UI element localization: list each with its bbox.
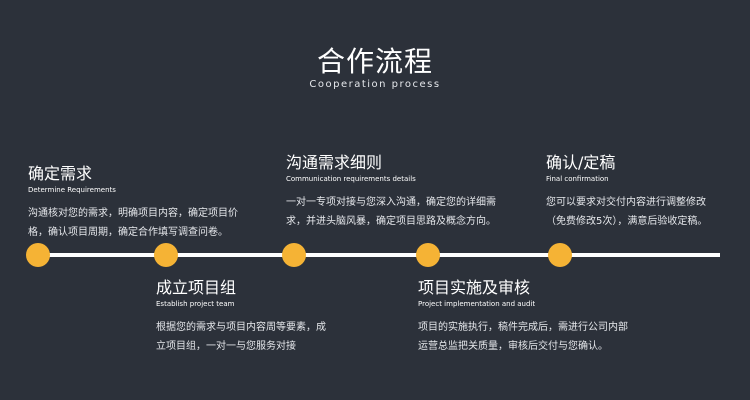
page-title: 合作流程 xyxy=(316,45,433,78)
step-description: 根据您的需求与项目内容周等要素，成立项目组，一对一与您服务对接 xyxy=(156,322,326,352)
timeline-dot-4 xyxy=(416,243,440,267)
step-title: 项目实施及审核 xyxy=(418,278,531,297)
timeline-dot-5 xyxy=(548,243,572,267)
step-subtitle: Establish project team xyxy=(156,300,235,308)
step-description: 一对一专项对接与您深入沟通，确定您的详细需求，并进头脑风暴，确定项目思路及概念方… xyxy=(286,197,496,227)
step-final-confirmation: 确认/定稿 Final confirmation 您可以要求对交付内容进行调整修… xyxy=(546,149,716,231)
step-title: 成立项目组 xyxy=(156,278,237,297)
step-subtitle: Communication requirements details xyxy=(286,175,416,183)
timeline-line xyxy=(30,253,720,257)
timeline-dot-1 xyxy=(26,243,50,267)
step-description: 项目的实施执行，稿件完成后，需进行公司内部运营总监把关质量，审核后交付与您确认。 xyxy=(418,322,628,352)
step-subtitle: Determine Requirements xyxy=(28,186,116,194)
step-establish-team: 成立项目组 Establish project team 根据您的需求与项目内容… xyxy=(156,274,326,356)
step-title: 确定需求 xyxy=(28,164,93,183)
step-description: 沟通核对您的需求，明确项目内容，确定项目价格，确认项目周期，确定合作填写调查问卷… xyxy=(28,208,238,238)
step-description: 您可以要求对交付内容进行调整修改（免费修改5次），满意后验收定稿。 xyxy=(546,197,708,227)
step-title: 确认/定稿 xyxy=(546,153,616,172)
step-communication-details: 沟通需求细则 Communication requirements detail… xyxy=(286,149,512,231)
timeline-dot-3 xyxy=(282,243,306,267)
step-implementation-audit: 项目实施及审核 Project implementation and audit… xyxy=(418,274,628,356)
step-title: 沟通需求细则 xyxy=(286,153,383,172)
step-determine-requirements: 确定需求 Determine Requirements 沟通核对您的需求，明确项… xyxy=(28,160,250,242)
step-subtitle: Project implementation and audit xyxy=(418,300,536,308)
page-subtitle: Cooperation process xyxy=(309,79,441,90)
step-subtitle: Final confirmation xyxy=(546,175,609,183)
timeline-dot-2 xyxy=(154,243,178,267)
